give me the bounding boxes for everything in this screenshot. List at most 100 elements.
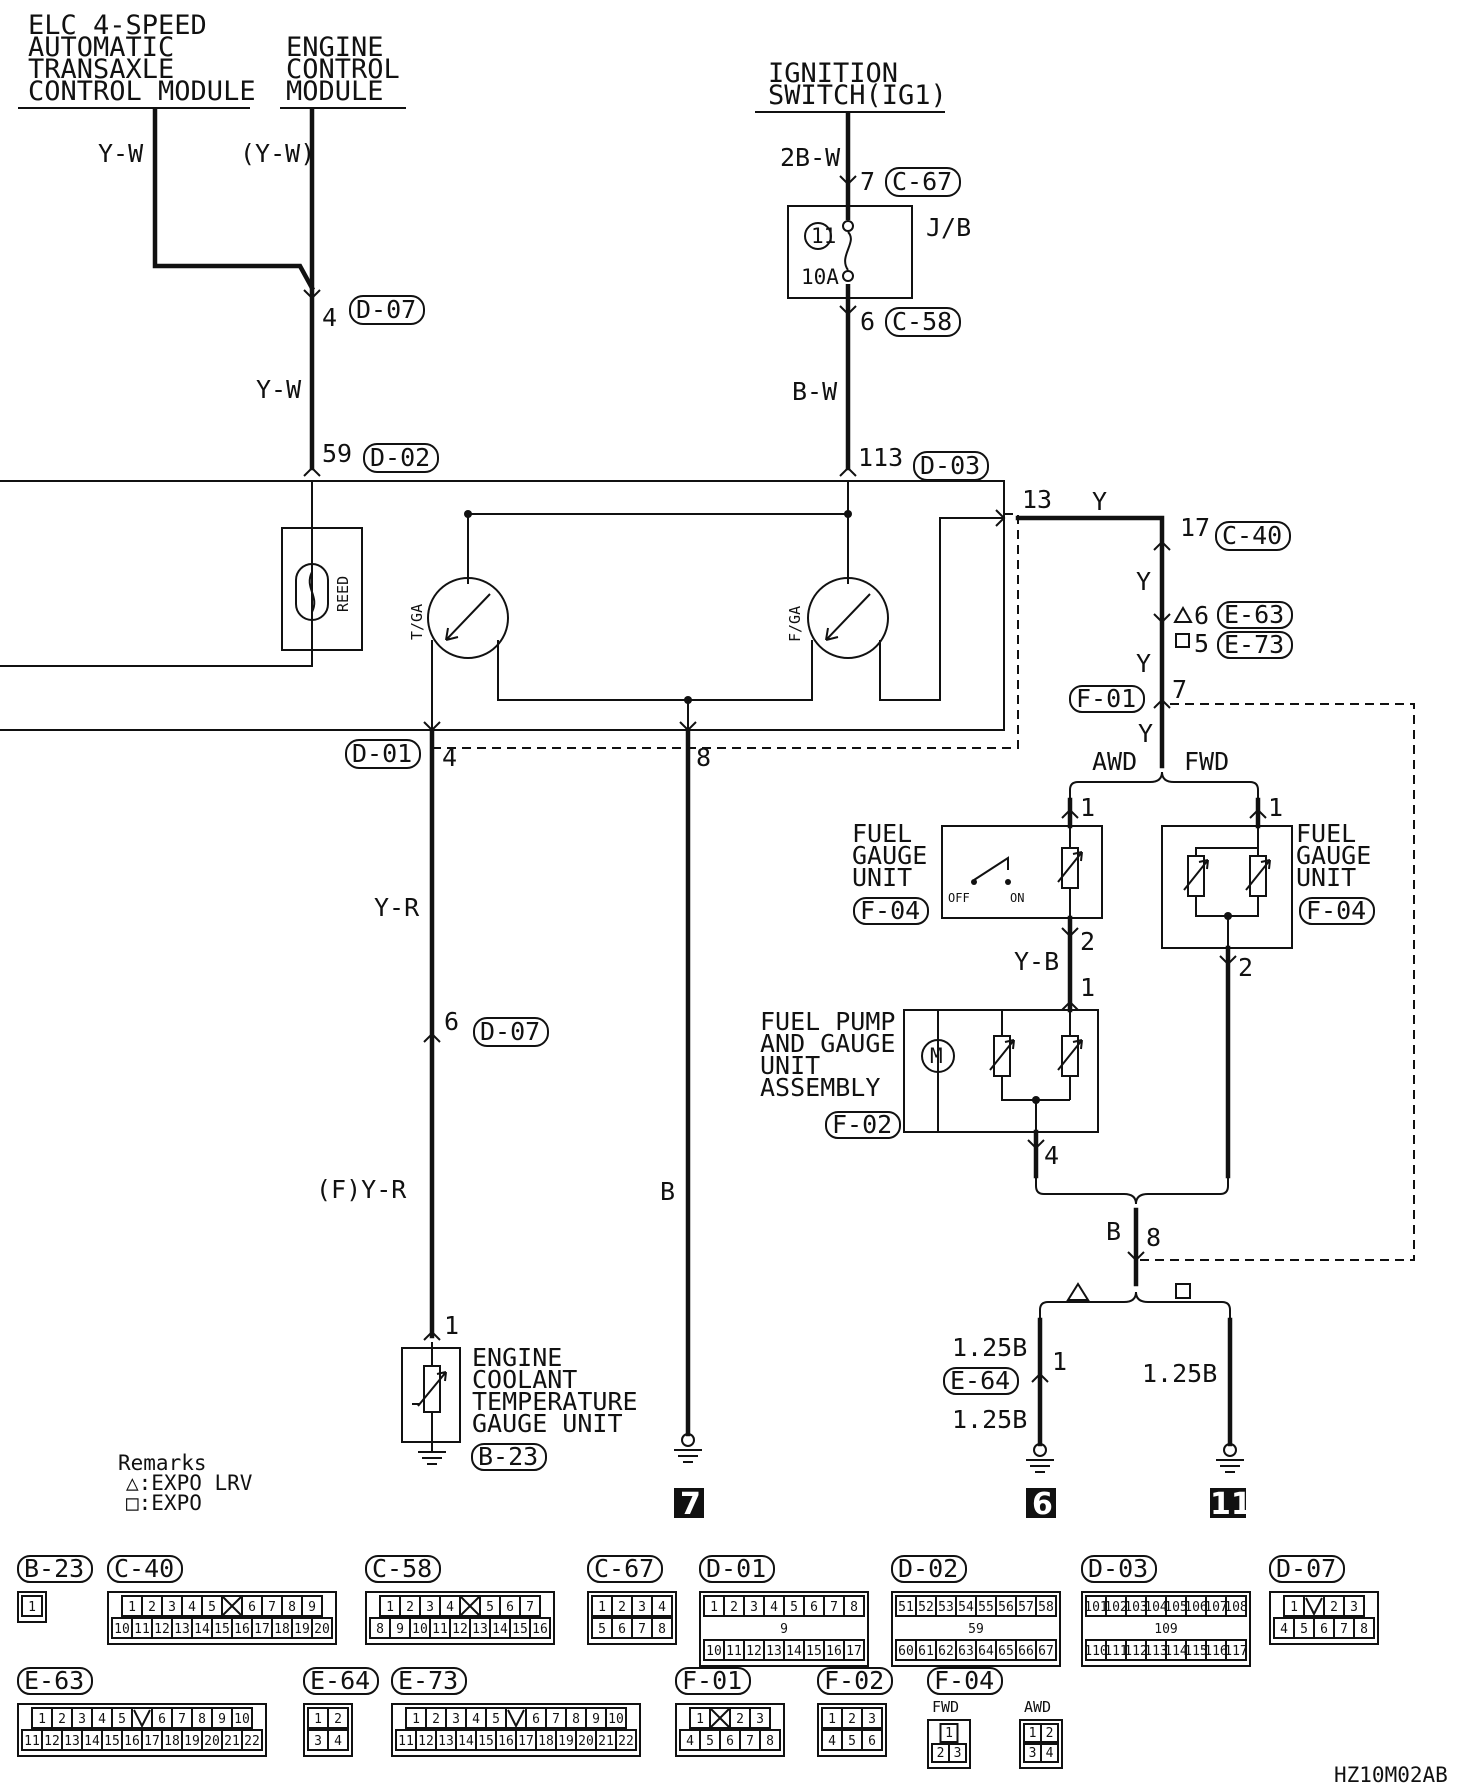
tag-e73-text: E-73	[1224, 630, 1284, 659]
connector-pin: 4	[828, 1734, 836, 1749]
connector-pin: 2	[432, 1712, 440, 1727]
triangle-marker	[1173, 605, 1193, 623]
connector-pin: 8	[1360, 1622, 1368, 1637]
connector-pin: 67	[1038, 1644, 1054, 1659]
ecm-line-1: ENGINE	[286, 32, 384, 63]
connector-pin: 1	[128, 1600, 136, 1615]
connector-pin: 5	[598, 1622, 606, 1637]
pin-arrow-d03	[839, 466, 857, 477]
connector-pin: 20	[314, 1622, 330, 1637]
connector-variant-label: FWD	[932, 1698, 959, 1716]
connector-pin: 1	[710, 1600, 718, 1615]
connector-pin: 15	[806, 1644, 822, 1659]
pump-line-1: FUEL PUMP	[760, 1007, 895, 1036]
connector-pin: 5	[492, 1712, 500, 1727]
wire-label-125b-2: 1.25B	[952, 1405, 1027, 1434]
connector-view-label: C-67	[594, 1554, 654, 1583]
center-circuit: D-01 4 8 Y-R 6 D-07 (F)Y-R B 1 ENGINE CO…	[316, 721, 711, 1471]
switch-on: ON	[1010, 891, 1024, 905]
connector-view-label: C-58	[372, 1554, 432, 1583]
connector-pin: 2	[148, 1600, 156, 1615]
connector-pin: 13	[472, 1622, 488, 1637]
pump-line-3: UNIT	[760, 1051, 820, 1080]
ground-split-brace	[1039, 1291, 1231, 1320]
connector-pin: 51	[898, 1600, 914, 1615]
connector-pin: 17	[254, 1622, 270, 1637]
tag-f04-awd: F-04	[853, 896, 929, 925]
wire-elc-yw	[152, 107, 316, 292]
fwd-gauge-pin1-arrow	[1249, 808, 1267, 819]
connector-pin: 6	[726, 1734, 734, 1749]
tag-d03: D-03	[913, 451, 989, 481]
ground-points: 7 6 11	[674, 1433, 1252, 1522]
awd-pin-1: 1	[1080, 793, 1095, 822]
connector-pin: 106	[1184, 1600, 1207, 1615]
connector-pin: 15	[104, 1734, 120, 1749]
fga-label: F/GA	[786, 606, 804, 642]
tag-d07-top-text: D-07	[356, 295, 416, 324]
reed-wire	[0, 482, 313, 667]
connector-pin: 1	[945, 1726, 953, 1741]
awd-gauge-line-1: FUEL	[852, 819, 912, 848]
pin-d07-6: 6	[444, 1007, 459, 1036]
tag-d03-text: D-03	[920, 451, 980, 480]
connector-pin: 4	[334, 1734, 342, 1749]
motor-label: M	[930, 1044, 943, 1068]
connector-pin: 12	[746, 1644, 762, 1659]
connector-pin: 1	[28, 1600, 36, 1615]
connector-pin: 2	[406, 1600, 414, 1615]
wire-label-bw: B-W	[792, 377, 838, 406]
fwd-gauge-line-2: GAUGE	[1296, 841, 1371, 870]
ground-symbol-coolant	[418, 1442, 446, 1465]
pin-arrow-f01	[1153, 698, 1171, 709]
wire-label-y3: Y	[1136, 649, 1151, 678]
fuse-icon	[844, 231, 852, 271]
connector-pin: 1	[1029, 1726, 1037, 1741]
pin-arrow-13	[995, 509, 1006, 527]
connector-pin: 12	[452, 1622, 468, 1637]
wire-label-y2: Y	[1136, 567, 1151, 596]
pin-f01-7: 7	[1172, 675, 1187, 704]
connector-pin: 3	[1029, 1746, 1037, 1761]
connector-pin: 65	[998, 1644, 1014, 1659]
pin-e63-6: 6	[1194, 601, 1209, 630]
connector-pin: 18	[538, 1734, 554, 1749]
connector-pin: 18	[274, 1622, 290, 1637]
fuel-shield-dash	[1140, 703, 1415, 1261]
connector-pin: 11	[398, 1734, 414, 1749]
pin-e73-5: 5	[1194, 629, 1209, 658]
connector-view-label: E-63	[24, 1666, 84, 1695]
combination-meter: REED T/GA F/GA	[0, 480, 1019, 749]
tag-b23-text: B-23	[478, 1442, 538, 1471]
connector-pin: 6	[158, 1712, 166, 1727]
connector-pin: 17	[846, 1644, 862, 1659]
connector-pin: 3	[756, 1712, 764, 1727]
tag-f04-fwd-text: F-04	[1306, 896, 1366, 925]
connector-pin: 8	[198, 1712, 206, 1727]
connector-pin: 4	[770, 1600, 778, 1615]
connector-pin: 3	[314, 1734, 322, 1749]
ground-point-11	[1210, 1488, 1246, 1518]
connector-pin: 17	[144, 1734, 160, 1749]
elc-module-label: ELC 4-SPEED AUTOMATIC TRANSAXLE CONTROL …	[18, 10, 256, 109]
tag-e73: E-73	[1217, 630, 1293, 659]
connector-pin: 1	[1290, 1600, 1298, 1615]
branch-awd: AWD	[1092, 747, 1137, 776]
connector-pin: 8	[572, 1712, 580, 1727]
ground-point-6	[1026, 1488, 1056, 1518]
pin-arrow-c40	[1153, 540, 1171, 551]
connector-view-label: C-40	[114, 1554, 174, 1583]
reed-switch-box	[281, 527, 363, 651]
connector-pin: 8	[658, 1622, 666, 1637]
connector-pin: 62	[938, 1644, 954, 1659]
pump-pin-1: 1	[1080, 973, 1095, 1002]
connector-pin: 14	[194, 1622, 210, 1637]
connector-pin: 3	[426, 1600, 434, 1615]
remarks-triangle: △:EXPO LRV	[126, 1471, 253, 1495]
connector-pin: 5	[790, 1600, 798, 1615]
connector-pin: 18	[164, 1734, 180, 1749]
connector-pin: 3	[638, 1600, 646, 1615]
pin-arrow-b23	[423, 1330, 441, 1341]
